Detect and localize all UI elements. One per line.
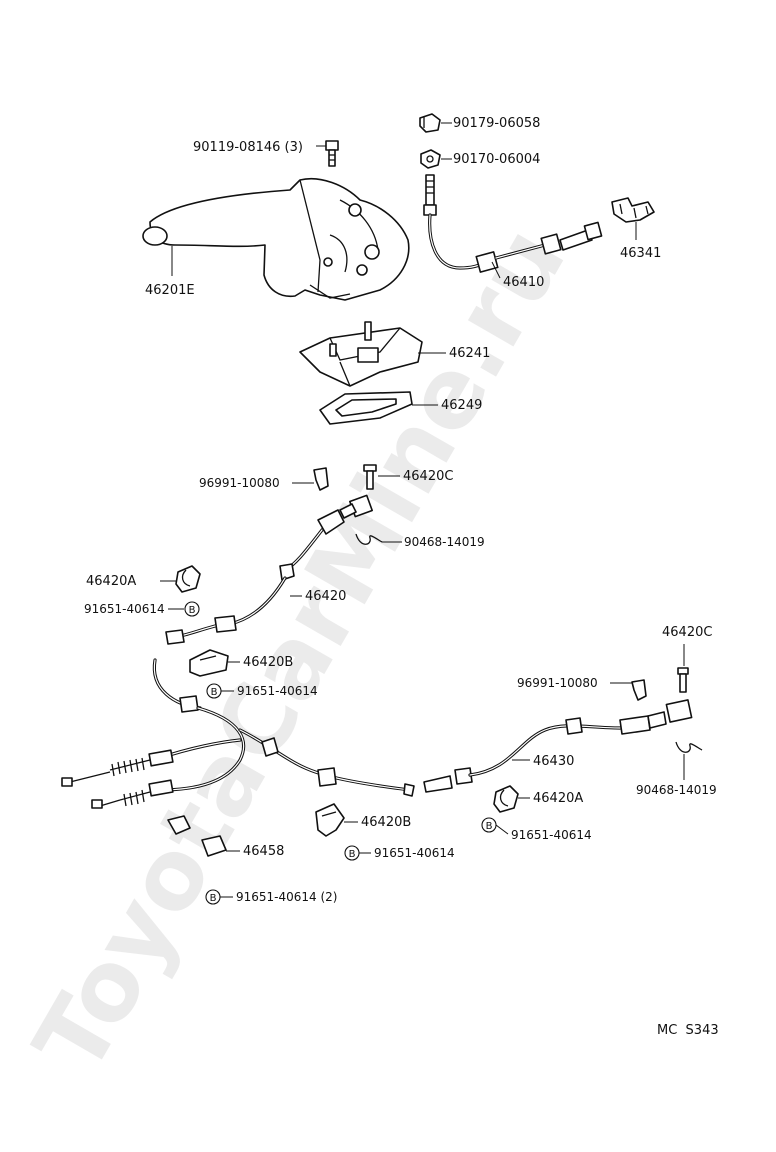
leader-46410 — [491, 261, 501, 279]
badge-b-b: B — [206, 683, 222, 699]
pin-46420C-top — [363, 464, 377, 490]
diagram-code: MC S343 — [657, 1023, 719, 1038]
label-90468-14019-top: 90468-14019 — [404, 535, 485, 549]
label-46420C-top: 46420C — [403, 469, 453, 484]
label-91651-40614-b: 91651-40614 — [237, 684, 318, 698]
badge-b-a: B — [184, 601, 200, 617]
svg-text:B: B — [349, 849, 356, 860]
label-46420B-bottom: 46420B — [361, 815, 411, 830]
clamp-46420A-left — [175, 565, 201, 593]
label-46420B-top: 46420B — [243, 655, 293, 670]
pin-90468-14019-right — [675, 741, 703, 753]
label-96991-10080-top: 96991-10080 — [199, 476, 280, 490]
watermark: ToyotaCarMine.ru — [13, 209, 587, 1092]
label-46420C-right: 46420C — [662, 625, 712, 640]
clip-46341 — [611, 197, 655, 223]
badge-b-d: B — [344, 845, 360, 861]
clamp-46420A-right — [493, 785, 519, 813]
badge-b-c: B — [481, 817, 497, 833]
cable-46420 — [165, 494, 373, 645]
svg-text:B: B — [210, 893, 217, 904]
parking-brake-lever — [142, 177, 410, 301]
label-46241: 46241 — [449, 346, 490, 361]
badge-b-e: B — [205, 889, 221, 905]
label-46458: 46458 — [243, 844, 284, 859]
label-46420: 46420 — [305, 589, 346, 604]
label-90170-06004: 90170-06004 — [453, 152, 540, 167]
boot-46249 — [319, 391, 413, 425]
label-46410: 46410 — [503, 275, 544, 290]
cable-46410 — [423, 174, 603, 273]
label-46420A-right: 46420A — [533, 791, 583, 806]
label-91651-40614-c: 91651-40614 — [511, 828, 592, 842]
bracket-46241 — [299, 321, 423, 387]
pin-90468-14019-top — [355, 533, 383, 545]
bracket-46420B-top — [189, 649, 229, 677]
label-46249: 46249 — [441, 398, 482, 413]
label-91651-40614-a: 91651-40614 — [84, 602, 165, 616]
svg-text:B: B — [486, 821, 493, 832]
clip-96991-10080-top — [313, 467, 329, 491]
svg-text:B: B — [189, 605, 196, 616]
label-46341: 46341 — [620, 246, 661, 261]
leader-91651-c — [495, 824, 509, 835]
bracket-46420B-bottom — [315, 803, 345, 837]
svg-text:B: B — [211, 687, 218, 698]
label-91651-40614-e: 91651-40614 (2) — [236, 890, 338, 904]
clip-46458 — [167, 815, 227, 857]
nut-90179-06058 — [419, 113, 441, 133]
bolt-90119-08146 — [325, 140, 339, 167]
label-46201E: 46201E — [145, 283, 195, 298]
pin-46420C-right — [677, 667, 689, 693]
label-90179-06058: 90179-06058 — [453, 116, 540, 131]
label-46430: 46430 — [533, 754, 574, 769]
label-46420A-left: 46420A — [86, 574, 136, 589]
label-90468-14019-right: 90468-14019 — [636, 783, 717, 797]
rear-cable-lower-assembly — [61, 658, 415, 809]
label-90119-08146: 90119-08146 (3) — [193, 140, 303, 155]
clip-96991-10080-right — [631, 679, 647, 701]
cable-46430 — [423, 699, 693, 793]
nut-90170-06004 — [420, 149, 441, 169]
label-91651-40614-d: 91651-40614 — [374, 846, 455, 860]
label-96991-10080-right: 96991-10080 — [517, 676, 598, 690]
